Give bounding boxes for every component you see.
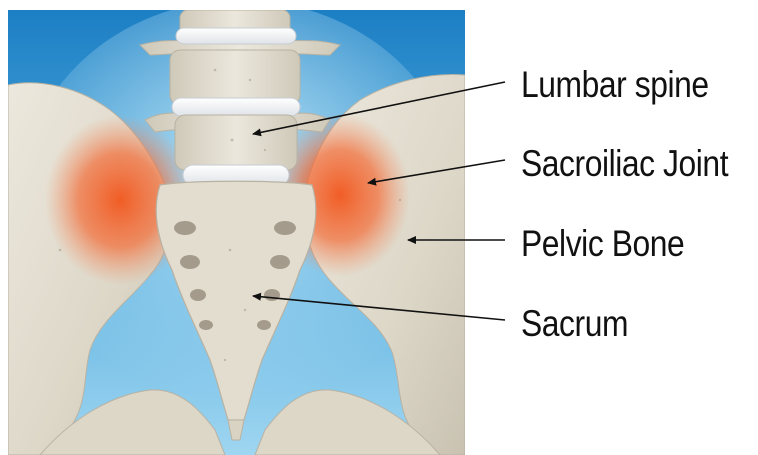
intervertebral-disc-middle [172, 98, 300, 116]
label-sacroiliac-joint: Sacroiliac Joint [521, 145, 728, 182]
intervertebral-disc-upper [176, 28, 296, 44]
label-sacrum: Sacrum [521, 305, 628, 342]
label-pelvic-bone: Pelvic Bone [521, 225, 684, 262]
lower-lumbar-vertebra [175, 115, 297, 170]
label-lumbar-spine: Lumbar spine [521, 66, 709, 103]
anatomy-illustration [8, 0, 465, 455]
